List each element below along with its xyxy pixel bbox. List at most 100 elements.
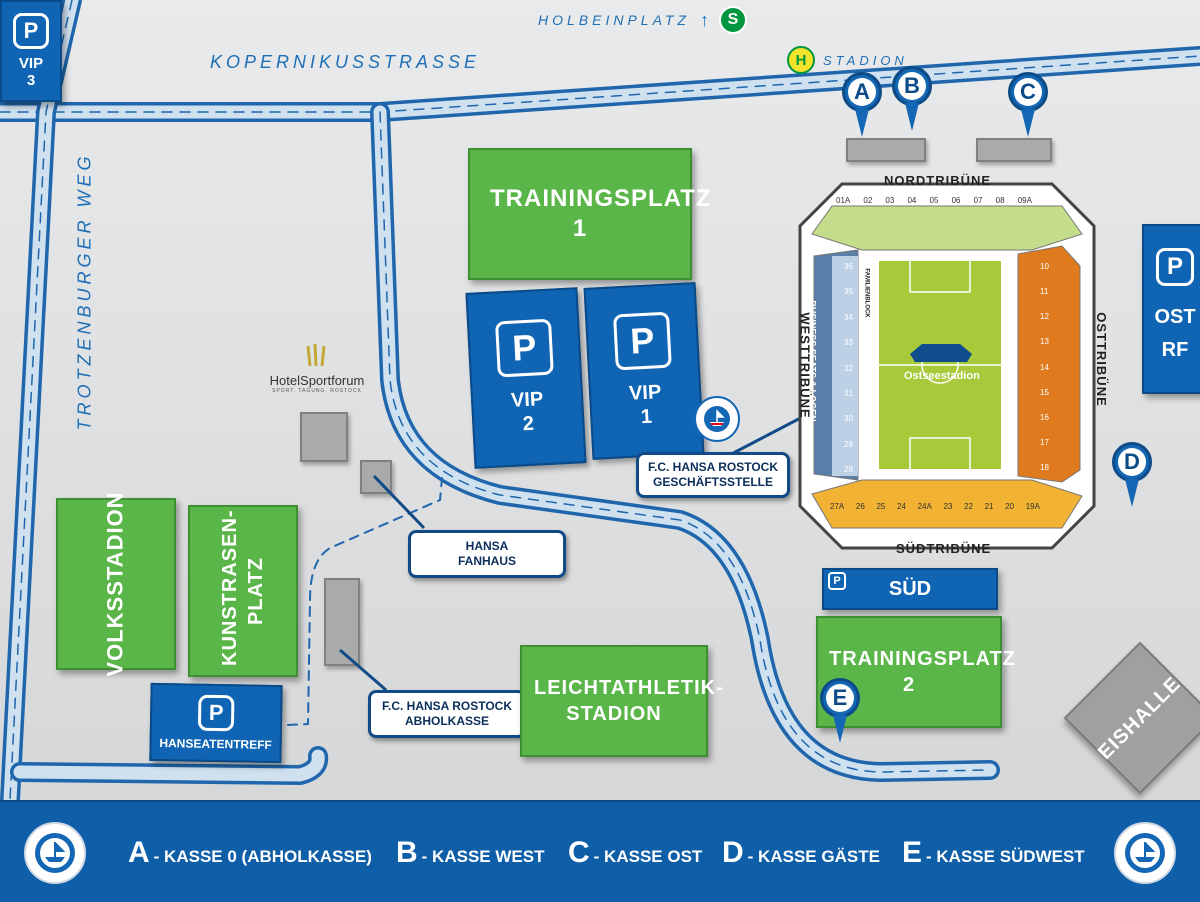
pin-e-label: E [826, 684, 854, 712]
parking-sued[interactable]: P SÜD [822, 568, 998, 610]
eishalle-label: EISHALLE [1094, 672, 1186, 764]
block-label[interactable]: 35 [844, 287, 853, 297]
legend-text-b: - KASSE WEST [421, 847, 545, 866]
block-label[interactable]: 25 [876, 502, 886, 511]
block-label[interactable]: 19A [1025, 502, 1040, 511]
legend-text-c: - KASSE OST [593, 847, 703, 866]
pin-d-label: D [1118, 448, 1146, 476]
block-label[interactable]: 06 [951, 196, 961, 205]
parking-icon: P [197, 694, 235, 732]
nordtribuene-label: NORDTRIBÜNE [884, 173, 992, 188]
trainingsplatz-1[interactable]: TRAININGSPLATZ 1 [468, 148, 711, 280]
block-label[interactable]: 23 [943, 502, 953, 511]
block-label[interactable]: 15 [1040, 387, 1049, 397]
kasse-building-ab [846, 138, 926, 162]
block-label[interactable]: 21 [984, 502, 994, 511]
pin-kasse-e[interactable]: E [820, 678, 860, 743]
ostseestadion[interactable] [792, 176, 1102, 556]
block-label[interactable]: 27A [830, 502, 845, 511]
trainingsplatz-2[interactable]: TRAININGSPLATZ 2 [816, 616, 1016, 728]
block-label[interactable]: 36 [844, 262, 853, 271]
parking-icon: P [1156, 248, 1194, 286]
trainingsplatz-2-label: TRAININGSPLATZ 2 [829, 648, 1016, 696]
leichtathletik-stadion[interactable]: LEICHTATHLETIK-STADION [520, 645, 723, 757]
hotel-sportforum[interactable]: HotelSportforum SPORT. TAGUNG. ROSTOCK [262, 342, 372, 394]
callout-geschaeftsstelle-line1: F.C. HANSA ROSTOCK [647, 460, 778, 474]
block-label[interactable]: 04 [907, 196, 917, 205]
legend-key-b: B [396, 836, 418, 869]
business-seats-label: BUSINESS SEATS & LOGEN [807, 300, 818, 422]
pin-kasse-a[interactable]: A [842, 72, 882, 137]
stadion-stop-label: STADION [823, 52, 908, 68]
block-label[interactable]: 09A [1017, 196, 1032, 205]
parking-icon: P [13, 13, 49, 49]
west-blocks: 36 35 34 33 32 31 30 29 28 [844, 262, 853, 474]
parking-icon: P [828, 572, 846, 590]
callout-abholkasse-line2: ABHOLKASSE [404, 714, 489, 728]
block-label[interactable]: 22 [964, 502, 973, 511]
pin-kasse-b[interactable]: B [892, 66, 932, 131]
legend-item-e: E- KASSE SÜDWEST [902, 836, 1085, 870]
callout-fanhaus-line1: HANSA [465, 539, 509, 553]
pin-kasse-c[interactable]: C [1008, 72, 1048, 137]
block-label[interactable]: 12 [1040, 312, 1049, 322]
volksstadion[interactable]: VOLKSSTADION [56, 491, 176, 677]
parking-sued-label: SÜD [888, 577, 932, 600]
block-label[interactable]: 11 [1040, 287, 1049, 297]
block-label[interactable]: 18 [1040, 463, 1049, 472]
block-label[interactable]: 10 [1040, 262, 1049, 271]
street-kopernikusstrasse: KOPERNIKUSSTRASSE [210, 52, 481, 72]
callout-abholkasse-line1: F.C. HANSA ROSTOCK [381, 699, 512, 713]
legend-text-a: - KASSE 0 (ABHOLKASSE) [153, 847, 372, 866]
block-label[interactable]: 16 [1040, 412, 1049, 422]
block-label[interactable]: 28 [844, 465, 853, 474]
hansa-crest-icon [694, 396, 740, 442]
kunstrasenplatz[interactable]: KUNSTRASEN-PLATZ [188, 505, 298, 677]
site-map: KOPERNIKUSSTRASSE TROTZENBURGER WEG HOLB… [0, 0, 1200, 800]
legend-item-c: C- KASSE OST [568, 836, 702, 870]
parking-vip3-label: VIP [18, 55, 44, 72]
legend-key-d: D [722, 836, 744, 869]
block-label[interactable]: 24A [917, 502, 932, 511]
pin-kasse-d[interactable]: D [1112, 442, 1152, 507]
osttribuene-label: OSTTRIBÜNE [1093, 312, 1109, 407]
holbeinplatz-label: HOLBEINPLATZ [538, 12, 690, 28]
legend-key-e: E [902, 836, 923, 869]
hotel-building [300, 412, 348, 462]
parking-hanseatentreff-label: HANSEATENTREFF [159, 736, 272, 752]
pin-b-label: B [898, 72, 926, 100]
parking-vip3[interactable]: P VIP 3 [0, 0, 62, 102]
callout-geschaeftsstelle-line2: GESCHÄFTSSTELLE [652, 475, 773, 489]
familienblock-label: FAMILIENBLOCK [863, 268, 870, 318]
block-label[interactable]: 29 [844, 439, 853, 449]
block-label[interactable]: 03 [885, 196, 895, 205]
block-label[interactable]: 30 [844, 414, 853, 424]
parking-ost-rf[interactable]: P OST RF [1142, 224, 1200, 394]
callout-fanhaus[interactable]: HANSA FANHAUS [408, 530, 566, 578]
block-label[interactable]: 34 [844, 312, 853, 322]
callout-fanhaus-line2: FANHAUS [457, 554, 516, 568]
block-label[interactable]: 31 [844, 388, 853, 398]
block-label[interactable]: 33 [844, 338, 853, 348]
block-label[interactable]: 26 [855, 502, 865, 511]
pin-c-label: C [1014, 78, 1042, 106]
block-label[interactable]: 05 [929, 196, 939, 205]
legend-item-b: B- KASSE WEST [396, 836, 544, 870]
arrow-up-icon: ↑ [700, 9, 709, 30]
hotel-name: HotelSportforum [269, 373, 365, 388]
block-label[interactable]: 20 [1005, 502, 1015, 511]
block-label[interactable]: 01A [836, 196, 851, 205]
block-label[interactable]: 14 [1040, 362, 1049, 372]
block-label[interactable]: 13 [1040, 337, 1049, 347]
parking-hanseatentreff[interactable]: P HANSEATENTREFF [149, 682, 283, 764]
legend-item-d: D- KASSE GÄSTE [722, 836, 880, 870]
block-label[interactable]: 17 [1040, 437, 1049, 447]
hotel-tagline: SPORT. TAGUNG. ROSTOCK [272, 388, 362, 394]
block-label[interactable]: 24 [897, 502, 906, 511]
callout-abholkasse[interactable]: F.C. HANSA ROSTOCK ABHOLKASSE [368, 690, 526, 738]
block-label[interactable]: 08 [995, 196, 1005, 205]
block-label[interactable]: 32 [844, 363, 853, 373]
block-label[interactable]: 02 [863, 196, 873, 205]
callout-geschaeftsstelle[interactable]: F.C. HANSA ROSTOCK GESCHÄFTSSTELLE [636, 452, 790, 498]
block-label[interactable]: 07 [973, 196, 983, 205]
